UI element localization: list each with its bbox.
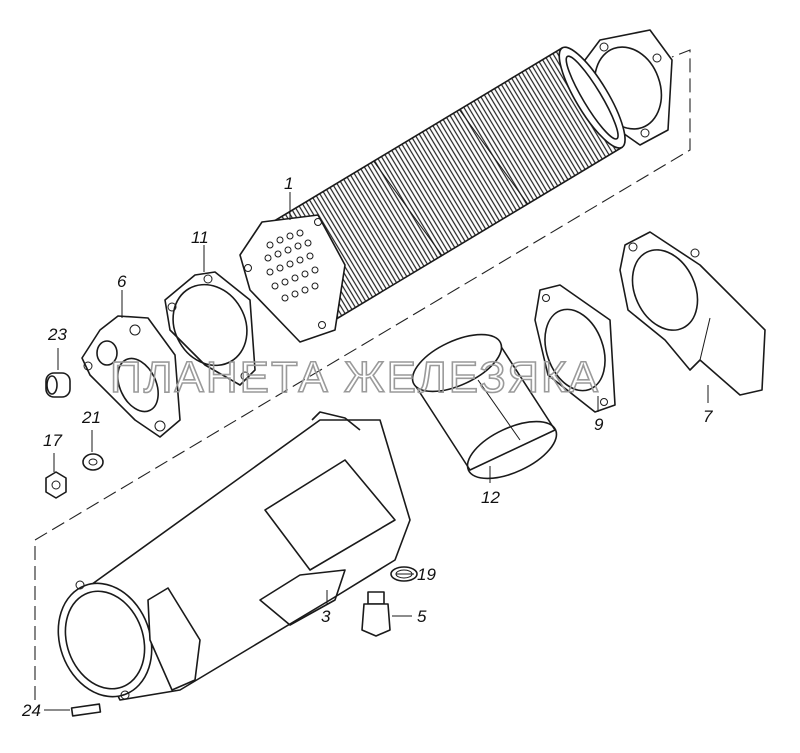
cooler-end-plate — [239, 214, 346, 343]
flange-part-6 — [81, 315, 181, 438]
callout-3: 3 — [321, 607, 331, 626]
callout-19: 19 — [417, 565, 436, 584]
callout-21: 21 — [81, 408, 101, 427]
tube-holes — [264, 229, 319, 302]
washer-part-21 — [82, 453, 104, 471]
assembly-dashed-line — [34, 49, 691, 700]
watermark-text: ПЛАНЕТА ЖЕЛЕЗЯКА — [110, 353, 600, 402]
callout-17: 17 — [43, 431, 62, 450]
callout-1: 1 — [284, 174, 293, 193]
callout-12: 12 — [481, 488, 500, 507]
leader-lines — [44, 192, 709, 711]
callout-11: 11 — [191, 228, 209, 247]
cooler-core-part-1 — [274, 46, 626, 321]
gasket-part-9 — [534, 284, 616, 413]
callout-24: 24 — [21, 701, 41, 720]
callout-6: 6 — [117, 272, 127, 291]
callout-23: 23 — [47, 325, 67, 344]
callout-5: 5 — [417, 607, 427, 626]
stud-part-24 — [70, 703, 102, 717]
cover-part-7 — [619, 231, 766, 396]
nut-part-23 — [45, 372, 71, 398]
callout-7: 7 — [703, 407, 713, 426]
gasket-part-11 — [164, 271, 256, 386]
nut-part-17 — [45, 471, 67, 499]
fitting-part-5 — [361, 591, 391, 637]
callout-9: 9 — [594, 415, 604, 434]
sleeve-part-12 — [411, 333, 558, 480]
housing-part-3 — [57, 411, 411, 701]
